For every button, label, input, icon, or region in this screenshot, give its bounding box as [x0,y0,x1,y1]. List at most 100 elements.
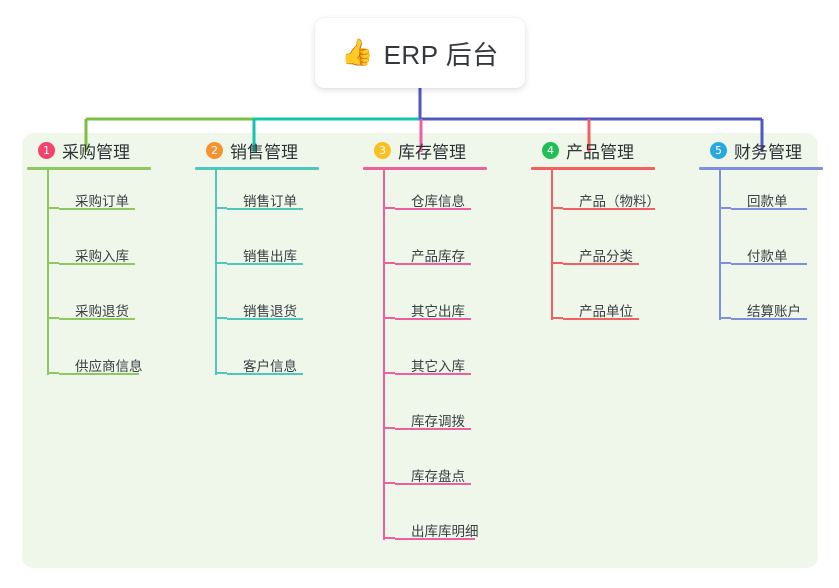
root-title-card[interactable]: 👍 ERP 后台 [315,18,525,88]
branch-item-connector [551,207,563,209]
branch-title: 销售管理 [230,142,298,162]
branch-item[interactable]: 出库库明细 [383,500,518,555]
branch-item-list: 产品（物料） 产品分类产品单位 [551,170,686,335]
branch-item[interactable]: 销售出库 [215,225,350,280]
branch-item[interactable]: 销售订单 [215,170,350,225]
branch-number-badge: 4 [542,141,559,159]
thumbs-up-icon: 👍 [341,38,374,68]
branch-item-underline [395,538,475,540]
branch-item-connector [719,207,731,209]
branch-item-label: 付款单 [747,249,788,264]
branch-item-underline [395,318,471,320]
branch-header-rule [531,167,655,170]
branch-item[interactable]: 销售退货 [215,280,350,335]
branch-item-connector [47,372,59,374]
branch-item[interactable]: 产品库存 [383,225,518,280]
branch-item-underline [59,263,135,265]
branch-trunk-line [47,170,49,375]
branch-item-label: 回款单 [747,194,788,209]
branch-item-label: 库存调拨 [411,414,465,429]
branch-item-connector [47,262,59,264]
page-title: ERP 后台 [383,39,499,70]
branch-item[interactable]: 产品（物料） [551,170,686,225]
branch-trunk-line [719,170,721,320]
branch-item[interactable]: 其它出库 [383,280,518,335]
branch-item-connector [215,262,227,264]
branch-item-label: 客户信息 [243,359,297,374]
branch-item-label: 采购订单 [75,194,129,209]
branch-item-list: 仓库信息产品库存其它出库其它入库库存调拨库存盘点出库库明细 [383,170,518,555]
branch-item[interactable]: 回款单 [719,170,839,225]
branch-item[interactable]: 付款单 [719,225,839,280]
branch-item[interactable]: 仓库信息 [383,170,518,225]
branch-item[interactable]: 其它入库 [383,335,518,390]
root-card-content: 👍 ERP 后台 [341,35,499,72]
branch-item-underline [227,208,303,210]
branch-item-underline [731,208,807,210]
branch-item-underline [731,263,807,265]
branch-trunk-line [215,170,217,375]
branch-item-label: 销售订单 [243,194,297,209]
branch-item[interactable]: 供应商信息 [47,335,182,390]
branch-item[interactable]: 采购入库 [47,225,182,280]
branch-header-rule [195,167,319,170]
branch-column-4: 4 产品管理产品（物料） 产品分类产品单位 [526,133,686,335]
branch-item-underline [227,318,303,320]
branch-column-2: 2 销售管理销售订单销售出库销售退货客户信息 [190,133,350,390]
branch-item-label: 供应商信息 [75,359,143,374]
branch-item-label: 结算账户 [747,304,801,319]
branch-item-underline [395,263,471,265]
branch-header-2[interactable]: 2 销售管理 [190,133,350,167]
branch-item-connector [383,372,395,374]
branch-item-label: 产品单位 [579,304,633,319]
branch-item[interactable]: 采购退货 [47,280,182,335]
branch-item[interactable]: 库存调拨 [383,390,518,445]
branch-item-list: 采购订单采购入库采购退货供应商信息 [47,170,182,390]
branch-item-list: 销售订单销售出库销售退货客户信息 [215,170,350,390]
branch-trunk-line [551,170,553,320]
branch-item-underline [59,208,135,210]
branch-item[interactable]: 产品单位 [551,280,686,335]
branch-number-badge: 2 [206,141,223,159]
branch-header-rule [699,167,823,170]
branch-item-connector [383,262,395,264]
branch-item-connector [47,207,59,209]
branch-item-connector [383,317,395,319]
branch-item-underline [59,373,139,375]
branch-title: 产品管理 [566,142,634,162]
branch-item-connector [215,207,227,209]
background-panel [22,133,818,568]
branch-item-label: 采购入库 [75,249,129,264]
branch-item-connector [215,372,227,374]
branch-item[interactable]: 库存盘点 [383,445,518,500]
branch-item-connector [551,262,563,264]
branch-item-underline [227,263,303,265]
branch-item-label: 产品（物料） [579,194,660,209]
branch-header-rule [363,167,487,170]
branch-item-underline [563,208,655,210]
branch-item[interactable]: 产品分类 [551,225,686,280]
branch-item-label: 产品分类 [579,249,633,264]
branch-item[interactable]: 结算账户 [719,280,839,335]
branch-item-connector [719,317,731,319]
branch-item-label: 库存盘点 [411,469,465,484]
branch-header-4[interactable]: 4 产品管理 [526,133,686,167]
branch-item-underline [395,483,471,485]
branch-item-connector [383,537,395,539]
branch-item[interactable]: 采购订单 [47,170,182,225]
branch-item-connector [551,317,563,319]
branch-item[interactable]: 客户信息 [215,335,350,390]
branch-item-underline [395,208,471,210]
branch-item-connector [383,427,395,429]
branch-title: 财务管理 [734,142,802,162]
branch-item-underline [59,318,135,320]
branch-header-rule [27,167,151,170]
branch-item-connector [383,482,395,484]
branch-item-label: 采购退货 [75,304,129,319]
